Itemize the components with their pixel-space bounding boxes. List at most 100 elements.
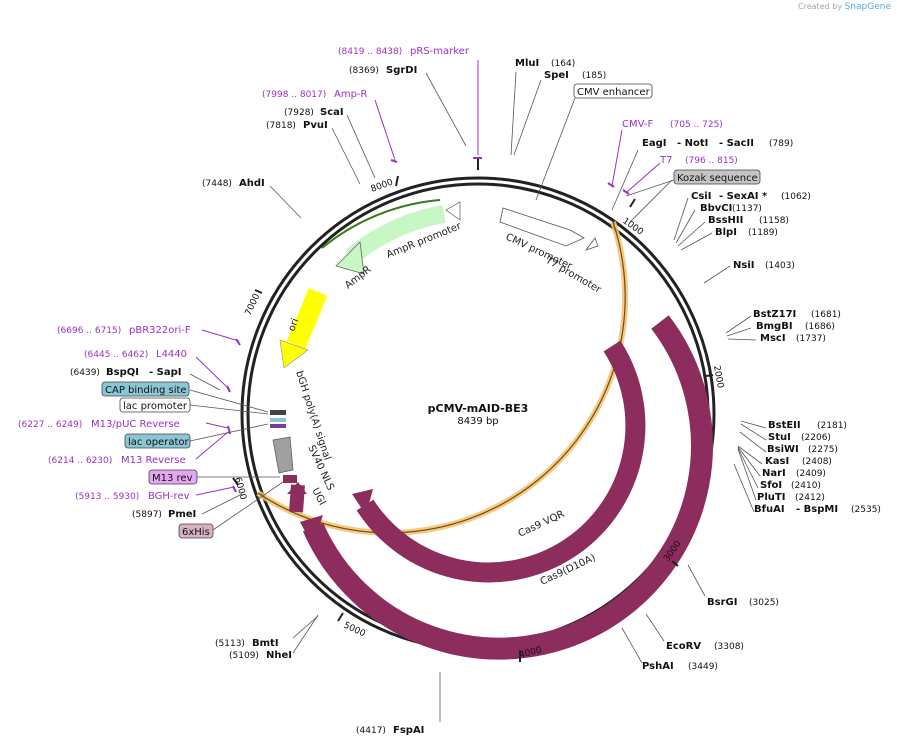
site-pos: (2410) <box>791 481 821 491</box>
site-name: EagI <box>642 138 666 149</box>
primer-name: T7 <box>659 155 672 166</box>
site-name: BssHII <box>708 215 743 226</box>
tick-label: 2000 <box>711 365 725 390</box>
site-extra: - SexAI * <box>719 191 768 202</box>
site-name: BlpI <box>715 227 737 238</box>
primer-name: M13/pUC Reverse <box>91 419 180 430</box>
site-pos: (1158) <box>759 216 789 226</box>
site-extra: - BspMI <box>796 504 838 515</box>
site-pos: (1737) <box>796 334 826 344</box>
primer-pos: (5913 .. 5930) <box>75 492 139 502</box>
cmv-promoter-arrow <box>499 207 585 247</box>
site-name: BspQI <box>106 367 139 378</box>
box-leaders <box>189 179 675 531</box>
site-pos: (1137) <box>732 204 762 214</box>
site-name: ScaI <box>320 107 344 118</box>
site-name: SfoI <box>760 480 782 491</box>
site-name: BsiWI <box>767 444 799 455</box>
kozak-label: Kozak sequence <box>677 173 758 184</box>
site-name: BmtI <box>252 638 279 649</box>
primer-pos: (6214 .. 6230) <box>48 456 112 466</box>
site-pos: (7448) <box>202 179 232 189</box>
box-lac-promoter: lac promoter <box>119 397 191 413</box>
site-name: BfuAI <box>754 504 785 515</box>
site-pos: (2409) <box>796 469 826 479</box>
primer-labels: (8419 .. 8438) pRS-marker (7998 .. 8017)… <box>18 46 738 502</box>
tick-label: 7000 <box>244 292 263 317</box>
lac-cluster-2 <box>270 418 286 422</box>
ampr-promoter-arrowhead <box>445 201 461 221</box>
ugi-arrowhead <box>287 482 307 494</box>
site-name: NheI <box>266 650 292 661</box>
plasmid-length: 8439 bp <box>457 416 498 427</box>
site-pos: (1686) <box>805 322 835 332</box>
site-labels: MluI (164) SpeI (185) EagI - NotI - SacI… <box>70 58 881 736</box>
cas9-d10a-arc <box>302 315 713 660</box>
site-name: EcoRV <box>666 641 701 652</box>
tick-label: 8000 <box>370 177 395 194</box>
leader-lines <box>189 71 767 722</box>
site-name: NsiI <box>733 260 754 271</box>
lac-promoter-label: lac promoter <box>123 401 188 412</box>
primer-pos: (705 .. 725) <box>670 120 723 130</box>
box-cmv-enhancer: CMV enhancer <box>573 83 653 99</box>
primer-pos: (6445 .. 6462) <box>84 350 148 360</box>
site-pos: (7928) <box>284 108 314 118</box>
site-name: PshAI <box>642 661 674 672</box>
site-pos: (2412) <box>795 493 825 503</box>
cmv-enhancer-label: CMV enhancer <box>577 87 651 98</box>
site-pos: (1403) <box>765 261 795 271</box>
ampr-outline <box>321 199 441 249</box>
site-pos: (3025) <box>749 598 779 608</box>
cas9-vqr-arrowhead <box>352 489 373 515</box>
site-name: PvuI <box>303 120 328 131</box>
site-pos: (6439) <box>70 368 100 378</box>
cap-binding-label: CAP binding site <box>105 385 187 396</box>
site-extra2: - SacII <box>719 138 754 149</box>
site-pos: (2181) <box>817 421 847 431</box>
site-name: FspAI <box>393 725 424 736</box>
site-name: NarI <box>762 468 786 479</box>
ampr-arrowhead <box>335 241 365 275</box>
site-pos: (8369) <box>349 66 379 76</box>
site-pos: (1062) <box>781 192 811 202</box>
site-pos: (2408) <box>802 457 832 467</box>
tick-label: 5000 <box>342 621 367 640</box>
lac-operator-label: lac operator <box>128 437 189 448</box>
site-extra: - SapI <box>149 367 181 378</box>
site-name: CsiI <box>691 191 711 202</box>
site-name: StuI <box>768 432 791 443</box>
ori-arc <box>286 288 328 349</box>
plasmid-name: pCMV-mAID-BE3 <box>428 402 529 415</box>
t7-promoter-arrow <box>584 237 599 251</box>
site-pos: (164) <box>551 59 575 69</box>
site-pos: (789) <box>769 139 793 149</box>
site-name: PmeI <box>168 509 196 520</box>
primer-name: Amp-R <box>334 89 368 100</box>
cas9-vqr-arc <box>356 340 646 583</box>
snapgene-logo: SnapGene <box>844 2 891 12</box>
m13-rev-label: M13 rev <box>152 473 193 484</box>
lac-cluster-3 <box>270 424 286 428</box>
primer-name: pRS-marker <box>410 46 470 57</box>
site-pos: (5113) <box>215 639 245 649</box>
site-name: PluTI <box>757 492 785 503</box>
site-name: AhdI <box>239 178 265 189</box>
primer-pos: (7998 .. 8017) <box>262 90 326 100</box>
site-name: SgrDI <box>386 65 417 76</box>
box-kozak: Kozak sequence <box>673 169 761 185</box>
lac-cluster-1 <box>270 410 286 415</box>
site-name: MscI <box>760 333 786 344</box>
site-pos: (7818) <box>266 121 296 131</box>
site-pos: (185) <box>582 71 606 81</box>
sv40-nls-block <box>283 475 297 483</box>
site-name: BsrGI <box>707 597 737 608</box>
snapgene-credit: Created by SnapGene <box>798 2 891 12</box>
site-pos: (3308) <box>714 642 744 652</box>
6xhis-label: 6xHis <box>182 527 210 538</box>
site-name: SpeI <box>544 70 569 81</box>
box-cap-binding: CAP binding site <box>101 381 190 397</box>
site-pos: (3449) <box>688 662 718 672</box>
primer-name: M13 Reverse <box>121 455 186 466</box>
